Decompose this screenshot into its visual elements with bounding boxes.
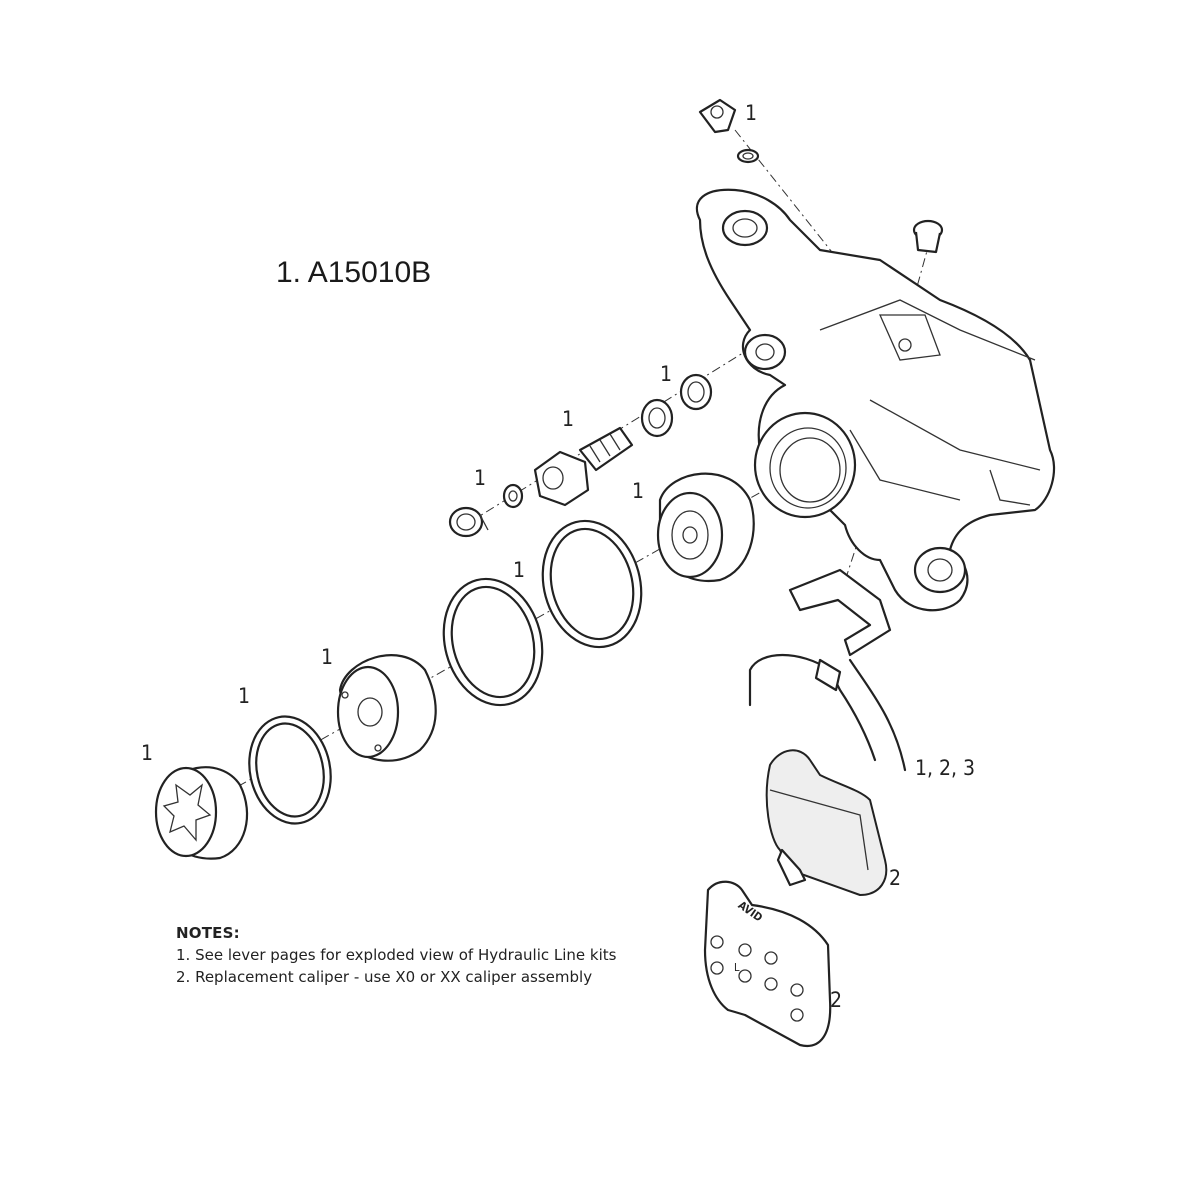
outer-piston — [336, 654, 437, 762]
note-item-1: 1. See lever pages for exploded view of … — [176, 946, 617, 964]
callout-inner-piston: 1 — [632, 479, 645, 503]
pad-pin-plug — [912, 219, 944, 254]
piston-seal-ring — [248, 715, 332, 825]
banjo-washers — [640, 373, 713, 438]
inner-piston — [656, 472, 755, 583]
callout-bleed-screw: 1 — [474, 466, 487, 490]
callout-outer-piston: 1 — [321, 645, 334, 669]
notes-heading: NOTES: — [176, 924, 240, 942]
pad-clip — [788, 568, 892, 657]
callout-pad-spring: 1, 2, 3 — [915, 756, 976, 780]
inner-seal — [541, 519, 643, 649]
back-brake-pad — [765, 749, 888, 896]
bleed-screw — [448, 506, 489, 538]
callout-fitting-top: 1 — [745, 101, 758, 125]
top-bleed-fitting — [698, 98, 760, 164]
banjo-bolt — [502, 426, 634, 509]
note-item-2: 2. Replacement caliper - use X0 or XX ca… — [176, 968, 593, 986]
callout-outer-seal: 1 — [238, 684, 251, 708]
callout-back-pad: 2 — [889, 866, 902, 890]
pad-spring — [748, 653, 907, 772]
callout-front-pad: 2 — [830, 988, 843, 1012]
callout-banjo-washers: 1 — [660, 362, 673, 386]
kit-part-number-title: 1. A15010B — [276, 256, 432, 289]
callout-inner-seal: 1 — [513, 558, 526, 582]
notes-block: NOTES: 1. See lever pages for exploded v… — [176, 922, 616, 988]
callout-cap: 1 — [141, 741, 154, 765]
callout-banjo-bolt: 1 — [562, 407, 575, 431]
caliper-body — [695, 188, 1055, 612]
threaded-cap — [154, 766, 249, 860]
front-brake-pad — [703, 880, 832, 1048]
outer-seal — [442, 577, 544, 707]
pad-side-mark: L — [734, 961, 740, 974]
